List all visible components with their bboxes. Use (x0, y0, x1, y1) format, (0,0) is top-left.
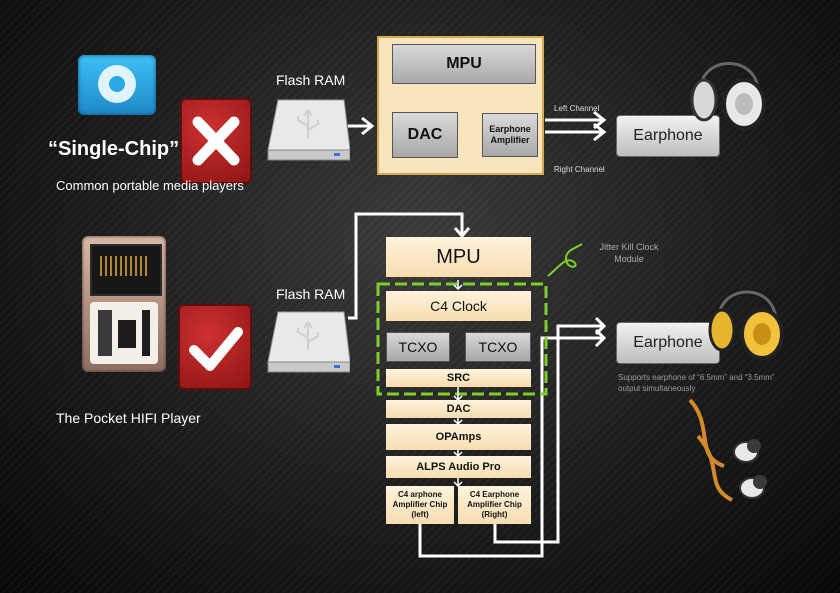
top-mpu-block: MPU (392, 44, 536, 84)
bottom-flash-label: Flash RAM (276, 286, 346, 302)
c4-clock-block: C4 Clock (386, 291, 531, 321)
hifi-title: The Pocket HIFI Player (56, 410, 201, 426)
opamps-block: OPAmps (386, 424, 531, 450)
top-flash-label: Flash RAM (276, 72, 346, 88)
headphones-icon (706, 268, 788, 362)
cross-icon (180, 98, 252, 184)
alps-block: ALPS Audio Pro (386, 456, 531, 478)
bottom-earphone-box: Earphone (616, 322, 720, 364)
supports-note: Supports earphone of “6.5mm” and “3.5mm”… (618, 373, 775, 393)
check-icon (178, 304, 252, 390)
amp-left-block: C4 arphone Amplifier Chip (left) (386, 486, 454, 524)
right-channel-label: Right Channel (554, 165, 605, 174)
bottom-mpu-block: MPU (386, 237, 531, 277)
jitter-kill-frame (376, 282, 548, 396)
headphones-icon (688, 40, 770, 132)
flash-to-dac-arrow (348, 116, 375, 136)
right-output-line (493, 324, 604, 544)
top-dac-block: DAC (392, 112, 458, 158)
flash-to-mpu-line (348, 212, 464, 320)
jitter-kill-pointer (547, 243, 583, 277)
top-output-arrows (545, 110, 607, 142)
top-earphone-box: Earphone (616, 115, 720, 157)
top-earphone-amp-block: Earphone Amplifier (482, 113, 538, 157)
single-chip-subtitle: Common portable media players (56, 178, 244, 193)
left-output-line (418, 336, 604, 558)
left-channel-label: Left Channel (554, 104, 600, 113)
usb-drive-icon (266, 308, 351, 374)
tcxo-2-block: TCXO (465, 332, 531, 362)
ipod-icon (78, 55, 156, 115)
tcxo-1-block: TCXO (386, 332, 450, 362)
jitter-kill-label: Jitter Kill Clock Module (599, 242, 659, 264)
earbuds-icon (684, 396, 784, 514)
src-block: SRC (386, 369, 531, 387)
hifi-player-icon (82, 236, 166, 372)
amp-right-block: C4 Earphone Amplifier Chip (Right) (458, 486, 531, 524)
single-chip-title: “Single-Chip” (48, 138, 180, 160)
usb-drive-icon (266, 96, 351, 162)
dac-block: DAC (386, 400, 531, 418)
